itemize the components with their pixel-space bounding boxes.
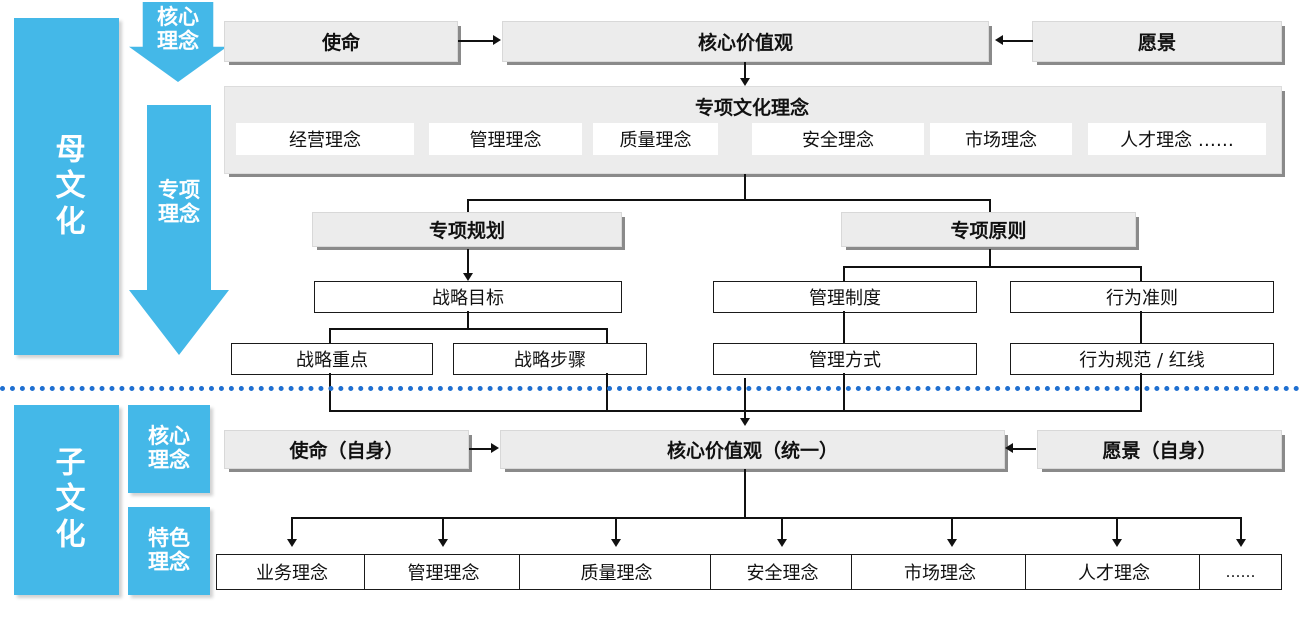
parent-special-culture-title: 专项文化理念	[694, 97, 809, 119]
connector-principle-bus	[843, 266, 1141, 268]
parent-special-arrow-line-2: 理念	[158, 201, 200, 226]
special-plan-box[interactable]: 专项规划	[312, 212, 622, 247]
arrowhead-strategy-goal	[463, 273, 473, 281]
connector-principle-stem	[989, 249, 991, 267]
child-drop-1	[442, 517, 444, 541]
connector-core-to-special-arrowhead	[740, 78, 750, 86]
child-fanout-bus-right	[1196, 517, 1241, 519]
child-feature-concept-badge: 特色 理念	[128, 507, 210, 595]
child-item-box-3[interactable]: 安全理念	[710, 554, 855, 590]
child-arrowhead-6	[1236, 539, 1246, 547]
connector-vision-arrowhead	[995, 35, 1003, 45]
connector-goal-to-steps	[606, 328, 608, 343]
connector-child-vision-to-core	[1010, 448, 1036, 450]
child-vision-box[interactable]: 愿景（自身）	[1037, 430, 1282, 469]
mgmt-system-box[interactable]: 管理制度	[713, 281, 977, 313]
mgmt-method-box[interactable]: 管理方式	[713, 343, 977, 375]
connector-child-mission-to-core	[469, 448, 492, 450]
child-culture-side-label: 子文化	[14, 405, 119, 595]
child-item-box-5[interactable]: 人才理念	[1025, 554, 1203, 590]
child-drop-6	[1240, 517, 1242, 541]
child-arrowhead-1	[438, 539, 448, 547]
connector-to-special-principle	[989, 199, 991, 215]
child-item-box-2[interactable]: 质量理念	[519, 554, 714, 590]
connector-special-culture-bus	[467, 199, 990, 201]
child-drop-3	[781, 517, 783, 541]
parent-special-arrow-line-1: 专项	[158, 178, 200, 202]
child-core-badge-line-1: 核心	[148, 424, 190, 449]
strategy-steps-box[interactable]: 战略步骤	[453, 343, 647, 375]
child-arrowhead-2	[611, 539, 621, 547]
connector-goal-to-focus	[329, 328, 331, 343]
connector-mission-arrowhead	[493, 35, 501, 45]
parent-core-concept-arrow: 核心 理念	[129, 2, 227, 82]
crossing-bus-to-child-core	[329, 410, 1142, 412]
connector-special-culture-stem	[744, 174, 746, 200]
child-drop-2	[615, 517, 617, 541]
child-mission-box[interactable]: 使命（自身）	[224, 430, 469, 469]
parent-core-values-box[interactable]: 核心价值观	[502, 21, 989, 62]
special-culture-chip-4[interactable]: 市场理念	[930, 123, 1072, 155]
child-feature-badge-line-2: 理念	[148, 550, 190, 574]
special-culture-chip-5[interactable]: 人才理念 ……	[1088, 123, 1266, 155]
crossing-line-from-method	[843, 373, 845, 411]
child-drop-0	[291, 517, 293, 541]
arrowhead-child-mission	[491, 443, 499, 453]
child-item-box-4[interactable]: 市场理念	[851, 554, 1029, 590]
connector-mgmt-to-method	[843, 311, 845, 343]
connector-behavior-to-norm	[1140, 311, 1142, 343]
child-drop-5	[1116, 517, 1118, 541]
special-culture-chip-0[interactable]: 经营理念	[236, 123, 414, 155]
child-fanout-bus	[291, 517, 1197, 519]
child-arrowhead-4	[947, 539, 957, 547]
crossing-line-from-focus	[329, 373, 331, 411]
connector-plan-to-goal	[467, 249, 469, 275]
child-drop-4	[951, 517, 953, 541]
behavior-norm-box[interactable]: 行为规范 / 红线	[1010, 343, 1274, 375]
crossing-line-from-norm	[1140, 373, 1142, 411]
parent-vision-box[interactable]: 愿景	[1032, 21, 1282, 62]
behavior-guideline-box[interactable]: 行为准则	[1010, 281, 1274, 313]
special-principle-box[interactable]: 专项原则	[841, 212, 1136, 247]
strategy-goal-box[interactable]: 战略目标	[314, 281, 622, 313]
parent-mission-box[interactable]: 使命	[224, 21, 458, 62]
connector-goal-bus	[329, 328, 607, 330]
child-arrowhead-5	[1112, 539, 1122, 547]
connector-goal-stem	[467, 311, 469, 329]
special-culture-chip-2[interactable]: 质量理念	[593, 123, 718, 155]
parent-child-divider	[0, 386, 1300, 391]
child-item-box-6[interactable]: ……	[1199, 554, 1282, 590]
connector-principle-to-behavior	[1140, 266, 1142, 281]
child-fanout-stem	[744, 469, 746, 518]
parent-special-concept-arrow: 专项 理念	[129, 105, 229, 355]
child-feature-badge-line-1: 特色	[148, 526, 190, 551]
arrowhead-child-vision	[1005, 443, 1013, 453]
special-culture-chip-3[interactable]: 安全理念	[752, 123, 924, 155]
strategy-focus-box[interactable]: 战略重点	[231, 343, 433, 375]
connector-mission-to-core	[458, 40, 494, 42]
child-core-badge-line-2: 理念	[148, 448, 190, 472]
parent-core-arrow-line-2: 理念	[157, 28, 199, 53]
connector-to-special-plan	[467, 199, 469, 215]
child-arrowhead-0	[287, 539, 297, 547]
child-core-values-box[interactable]: 核心价值观（统一）	[500, 430, 1005, 469]
parent-core-arrow-line-1: 核心	[157, 5, 199, 29]
child-arrowhead-3	[777, 539, 787, 547]
connector-principle-to-mgmt	[843, 266, 845, 281]
special-culture-chip-1[interactable]: 管理理念	[429, 123, 582, 155]
child-item-box-0[interactable]: 业务理念	[216, 554, 368, 590]
arrowhead-child-core-values	[740, 418, 750, 426]
child-core-concept-badge: 核心 理念	[128, 405, 210, 493]
crossing-line-from-steps	[606, 373, 608, 411]
connector-vision-to-core	[1000, 40, 1033, 42]
parent-culture-side-label: 母文化	[14, 18, 119, 355]
child-item-box-1[interactable]: 管理理念	[364, 554, 523, 590]
crossing-stem-to-child-core	[744, 378, 746, 420]
connector-core-to-special-culture	[744, 62, 746, 80]
